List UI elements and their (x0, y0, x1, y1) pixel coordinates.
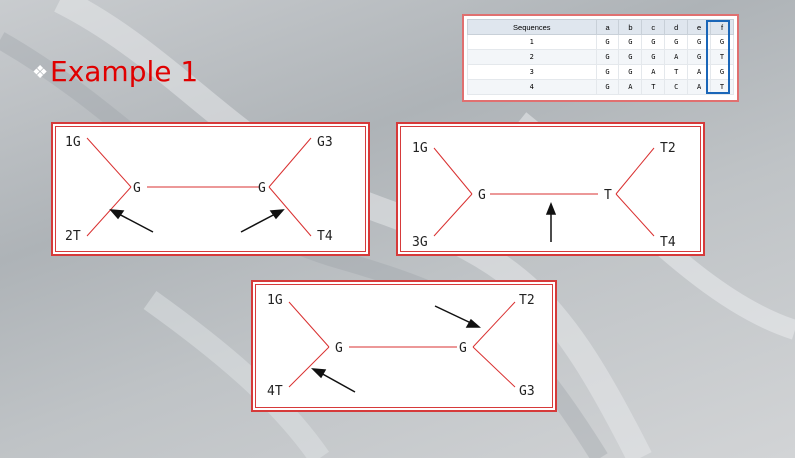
table-header-cell: a (595, 19, 620, 35)
leaf-label-top-left: 1G (65, 135, 81, 150)
tree-panel-2: 1G 3G T2 T4 G T (396, 122, 705, 256)
table-cell: 2 (467, 49, 597, 65)
edge-right-top (472, 301, 516, 348)
table-cell: C (664, 79, 689, 95)
edge-left-bottom (288, 346, 330, 388)
table-cell: G (595, 64, 620, 80)
tree-diagram-2: 1G 3G T2 T4 G T (412, 141, 676, 250)
slide-heading: Example 1 (50, 55, 199, 88)
table-cell: G (595, 79, 620, 95)
table-cell: G (641, 49, 666, 65)
internal-node-left: G (335, 341, 343, 356)
tree-panel-3: 1G 4T T2 G3 G G (251, 280, 557, 412)
internal-node-right: T (604, 188, 612, 203)
leaf-label-bottom-right: G3 (519, 384, 535, 399)
table-cell: T (664, 64, 689, 80)
internal-node-left: G (478, 188, 486, 203)
table-cell: A (641, 64, 666, 80)
arrow-right (240, 209, 285, 233)
edge-left-top (288, 301, 330, 348)
column-f-highlight (706, 20, 730, 94)
table-cell: G (618, 34, 643, 50)
leaf-label-bottom-left: 3G (412, 235, 428, 250)
edge-right-top (268, 137, 312, 188)
internal-node-right: G (459, 341, 467, 356)
table-cell: G (618, 64, 643, 80)
table-header-cell: b (618, 19, 643, 35)
leaf-label-bottom-right: T4 (660, 235, 676, 250)
table-cell: G (595, 34, 620, 50)
edge-left-top (86, 137, 132, 188)
tree-diagram-1: 1G 2T G3 T4 G G (65, 135, 333, 244)
leaf-label-bottom-right: T4 (317, 229, 333, 244)
arrow-top-right (434, 305, 481, 328)
table-cell: G (595, 49, 620, 65)
table-cell: A (687, 79, 712, 95)
arrow-left (109, 209, 154, 233)
edge-left-bottom (433, 193, 473, 237)
table-header-cell: c (641, 19, 666, 35)
leaf-label-bottom-left: 2T (65, 229, 81, 244)
table-cell: G (664, 34, 689, 50)
leaf-label-top-left: 1G (412, 141, 428, 156)
leaf-label-bottom-left: 4T (267, 384, 283, 399)
table-cell: 4 (467, 79, 597, 95)
edge-right-bottom (615, 193, 655, 237)
internal-node-right: G (258, 181, 266, 196)
leaf-label-top-right: G3 (317, 135, 333, 150)
table-cell: G (618, 49, 643, 65)
tree-panel-1: 1G 2T G3 T4 G G (51, 122, 370, 256)
table-header-cell: e (687, 19, 712, 35)
table-cell: A (618, 79, 643, 95)
edge-right-bottom (268, 186, 312, 237)
arrow-up (545, 201, 557, 242)
tree-diagram-3: 1G 4T T2 G3 G G (267, 293, 535, 399)
edge-right-bottom (472, 346, 516, 388)
table-header-cell: Sequences (467, 19, 597, 35)
table-cell: T (641, 79, 666, 95)
edge-right-top (615, 147, 655, 195)
bullet-icon: ❖ (32, 62, 49, 82)
edge-left-bottom (86, 186, 132, 237)
leaf-label-top-right: T2 (519, 293, 535, 308)
table-cell: 3 (467, 64, 597, 80)
table-header-cell: d (664, 19, 689, 35)
leaf-label-top-left: 1G (267, 293, 283, 308)
table-cell: 1 (467, 34, 597, 50)
leaf-label-top-right: T2 (660, 141, 676, 156)
internal-node-left: G (133, 181, 141, 196)
table-cell: G (641, 34, 666, 50)
edge-left-top (433, 147, 473, 195)
table-cell: A (664, 49, 689, 65)
arrow-bottom-left (311, 368, 356, 393)
